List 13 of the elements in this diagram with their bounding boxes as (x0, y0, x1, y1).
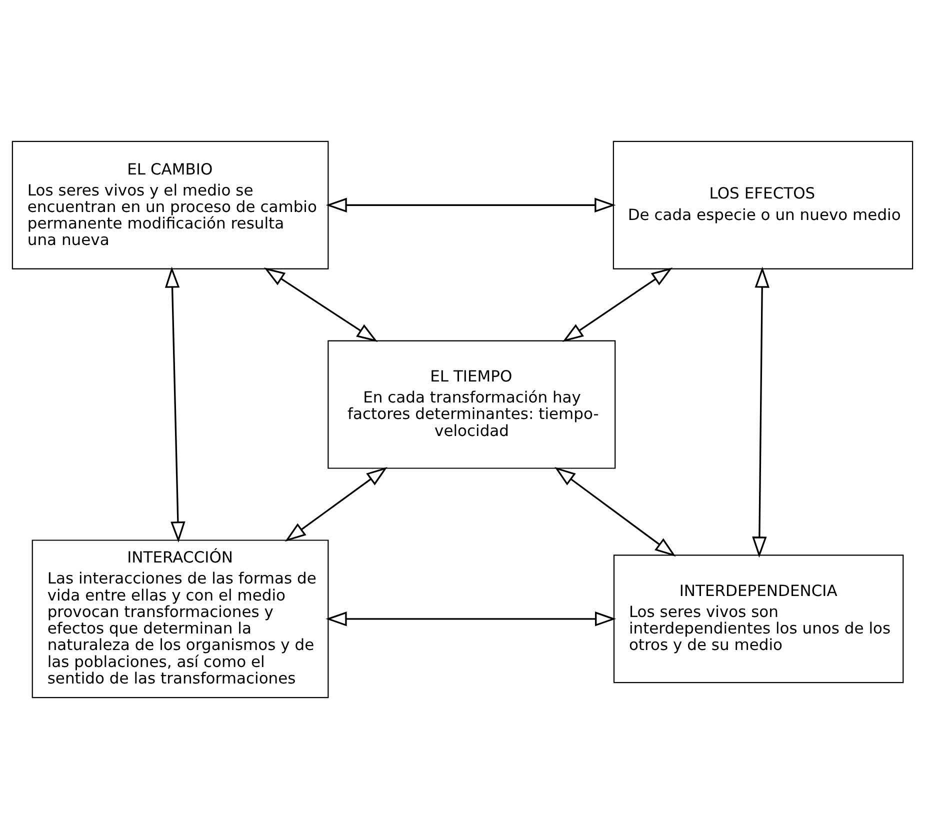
arrow (554, 466, 676, 556)
node-box: LOS EFECTOS De cada especie o un nuevo medio (612, 140, 914, 269)
arrow (752, 266, 770, 558)
arrow (562, 267, 672, 342)
arrow (284, 466, 388, 542)
arrow (326, 197, 616, 212)
node-box: INTERACCIÓN Las interacciones de las formas de vida entre ellas y con el medio provocan transformaciones y efectos que determinan la naturaleza de los organismos y de las poblaciones, así como el sentido de las transformaciones (32, 539, 329, 698)
node-box: EL TIEMPO En cada transformación hay factores determinantes: tiempo-velocidad (328, 340, 616, 468)
arrow (326, 611, 616, 626)
arrow (164, 266, 186, 542)
node-box: EL CAMBIO Los seres vivos y el medio se encuentran en un proceso de cambio permanente modificación resulta una nueva (12, 140, 329, 269)
node-box: INTERDEPENDENCIA Los seres vivos son interdependientes los unos de los otros y de su medio (613, 554, 904, 683)
arrow (264, 267, 378, 342)
